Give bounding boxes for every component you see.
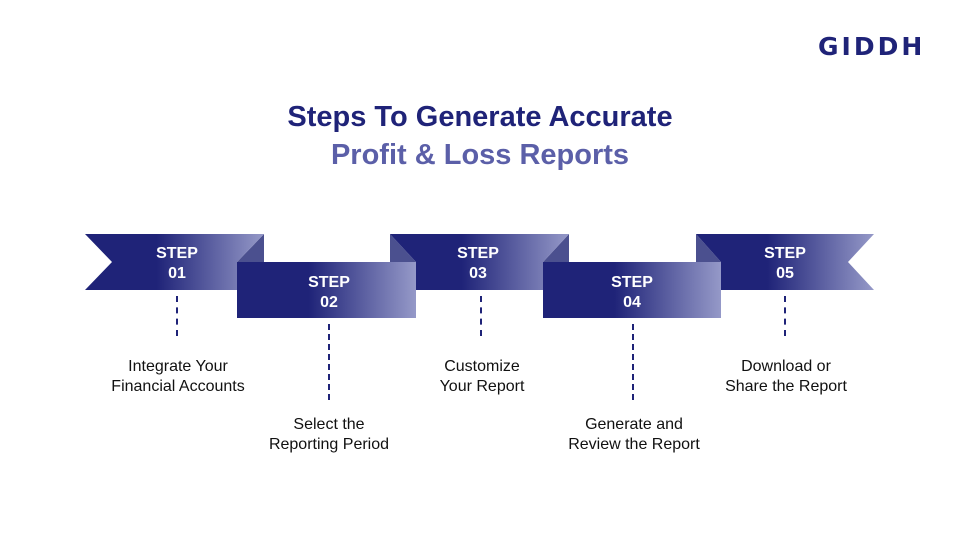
band-step-05: [696, 234, 874, 290]
connector-2: [328, 324, 330, 400]
band-step-01: [85, 234, 264, 290]
band-step-03: [390, 234, 569, 290]
connector-5: [784, 296, 786, 336]
band-step-04: [543, 262, 721, 318]
connector-3: [480, 296, 482, 336]
giddh-logo: GIDDH: [818, 32, 926, 61]
connector-4: [632, 324, 634, 400]
connector-1: [176, 296, 178, 336]
title-line-2: Profit & Loss Reports: [330, 139, 630, 171]
band-step-02: [237, 262, 416, 318]
title-line-1: Steps To Generate Accurate: [287, 101, 673, 133]
